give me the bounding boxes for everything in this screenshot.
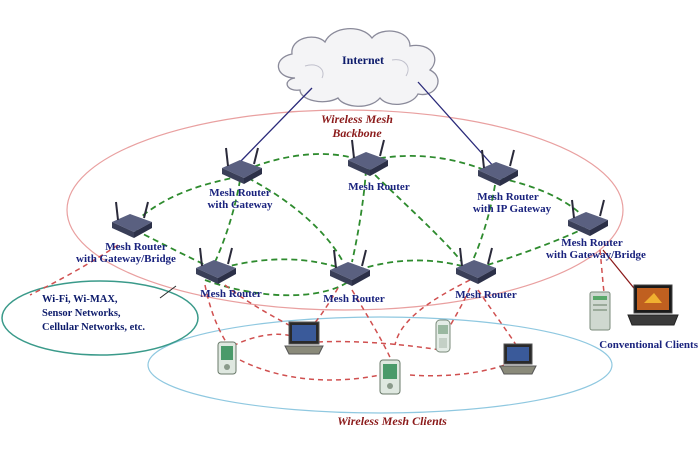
laptop-icon-right [499,343,537,375]
other-networks-line2: Sensor Networks, [42,308,121,319]
phone-icon [435,319,451,353]
router-label-gateway-bridge-right-line1: Mesh Router [561,237,623,249]
pda-icon-center [379,359,401,395]
router-icon-gateway-bridge-left [112,201,152,238]
other-networks-line1: Wi-Fi, Wi-MAX, [42,294,118,305]
clients-region-ellipse [147,316,613,414]
other-networks-link [159,285,177,299]
router-label-lower-left: Mesh Router [200,288,262,300]
router-label-ip-gateway-line1: Mesh Router [477,191,539,203]
internet-cloud [277,27,439,107]
internet-label: Internet [342,53,384,67]
backbone-label-line1: Wireless Mesh [321,112,393,126]
other-networks-line3: Cellular Networks, etc. [42,322,145,333]
backbone-region-ellipse [66,109,624,311]
router-label-center-top: Mesh Router [348,181,410,193]
router-label-gateway-bridge-left-line2: with Gateway/Bridge [76,253,176,265]
other-networks-ellipse [1,280,199,356]
router-icon-lower-right [456,247,496,284]
router-label-gateway-line2: with Gateway [207,199,273,211]
router-icon-center-top [348,139,388,176]
router-icon-gateway-bridge-right [568,199,608,236]
laptop-icon-left [284,321,324,355]
backbone-links [134,153,586,297]
pda-icon-left [217,341,237,375]
router-label-lower-center: Mesh Router [323,293,385,305]
backbone-label-line2: Backbone [331,126,382,140]
router-label-lower-right: Mesh Router [455,289,517,301]
router-label-ip-gateway-line2: with IP Gateway [473,203,552,215]
conventional-clients-label: Conventional Clients [599,339,698,351]
router-icon-gateway [222,147,262,184]
router-icon-lower-center [330,249,370,286]
router-icon-ip-gateway [478,149,518,186]
router-label-gateway-bridge-right-line2: with Gateway/Bridge [546,249,646,261]
uplink-gateway [239,87,313,163]
laptop-icon-conventional [627,284,679,326]
clients-region-label: Wireless Mesh Clients [337,414,447,428]
router-label-gateway-bridge-left-line1: Mesh Router [105,241,167,253]
pc-tower-icon [589,291,611,331]
router-label-gateway-line1: Mesh Router [209,187,271,199]
router-icon-lower-left [196,247,236,284]
